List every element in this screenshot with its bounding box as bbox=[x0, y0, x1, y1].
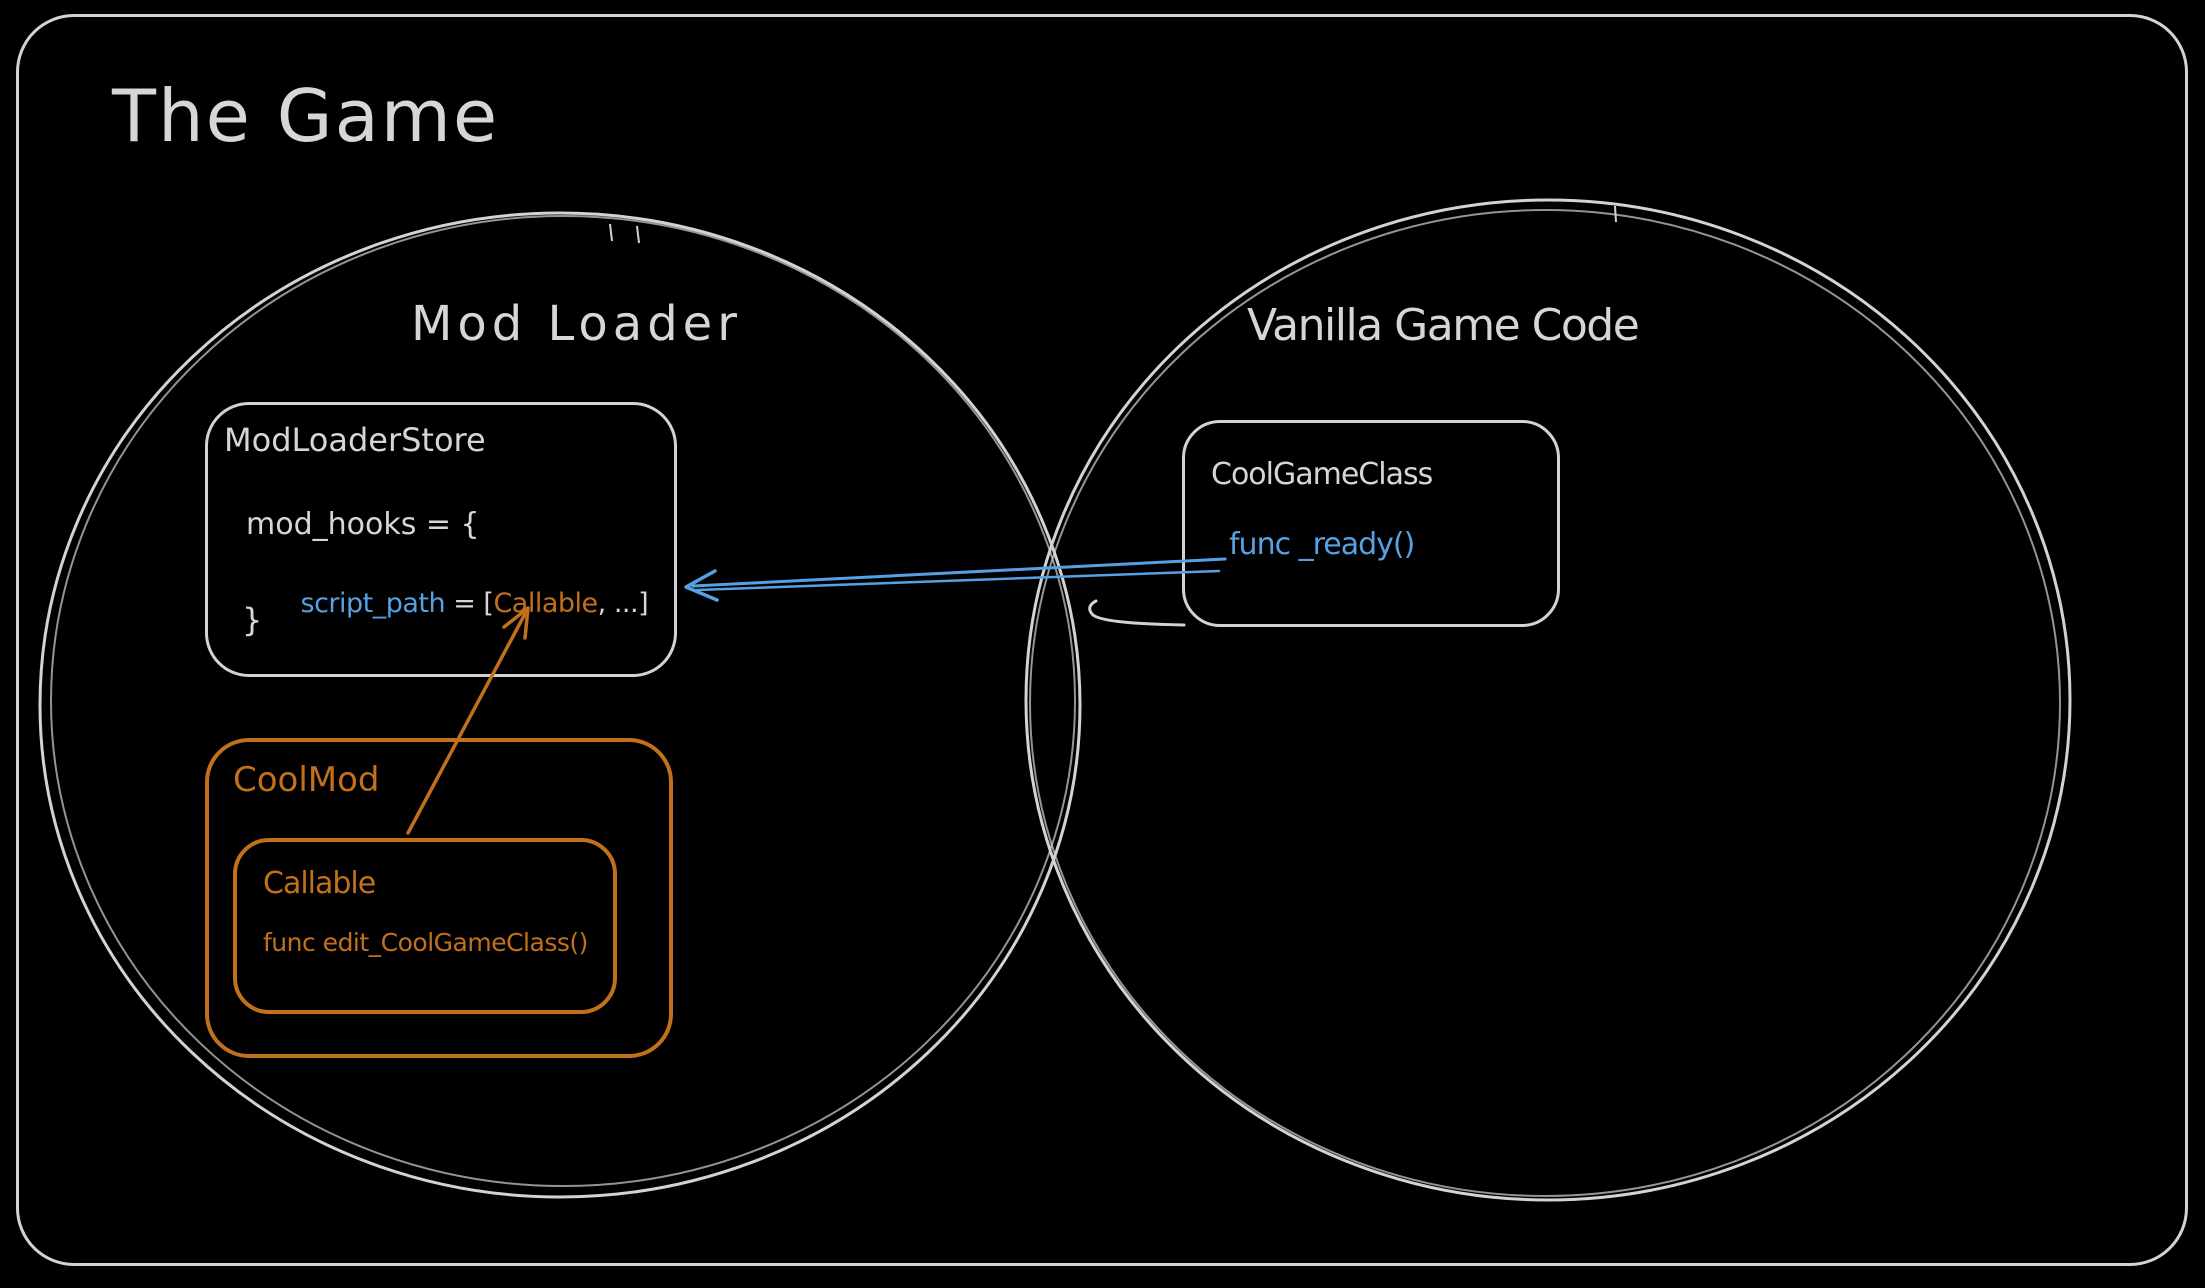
cool-mod-title: CoolMod bbox=[233, 760, 380, 800]
cool-mod-box: CoolMod Callable func edit_CoolGameClass… bbox=[205, 738, 673, 1058]
script-path-key: script_path bbox=[300, 588, 446, 619]
cool-game-class-box: CoolGameClass func _ready() bbox=[1182, 420, 1560, 627]
script-path-code-line: script_path = [Callable, ...] bbox=[252, 557, 649, 650]
list-ellipsis-bracket: , ...] bbox=[597, 588, 649, 619]
mod-loader-store-title: ModLoaderStore bbox=[224, 421, 486, 459]
func-ready-code-line: func _ready() bbox=[1229, 527, 1415, 562]
edit-coolgameclass-code-line: func edit_CoolGameClass() bbox=[263, 928, 588, 957]
mod-loader-label: Mod Loader bbox=[411, 296, 742, 352]
closing-brace-code-line: } bbox=[242, 601, 263, 639]
the-game-boundary bbox=[16, 14, 2188, 1266]
callable-title: Callable bbox=[263, 866, 376, 901]
diagram-title: The Game bbox=[112, 74, 500, 158]
callable-reference: Callable bbox=[493, 588, 598, 619]
vanilla-game-code-label: Vanilla Game Code bbox=[1247, 300, 1640, 351]
mod-loader-store-box: ModLoaderStore mod_hooks = { script_path… bbox=[205, 402, 677, 677]
equals-bracket: = [ bbox=[445, 588, 494, 619]
callable-box: Callable func edit_CoolGameClass() bbox=[233, 838, 617, 1014]
mod-hooks-code-line: mod_hooks = { bbox=[246, 507, 480, 542]
cool-game-class-title: CoolGameClass bbox=[1211, 457, 1433, 492]
